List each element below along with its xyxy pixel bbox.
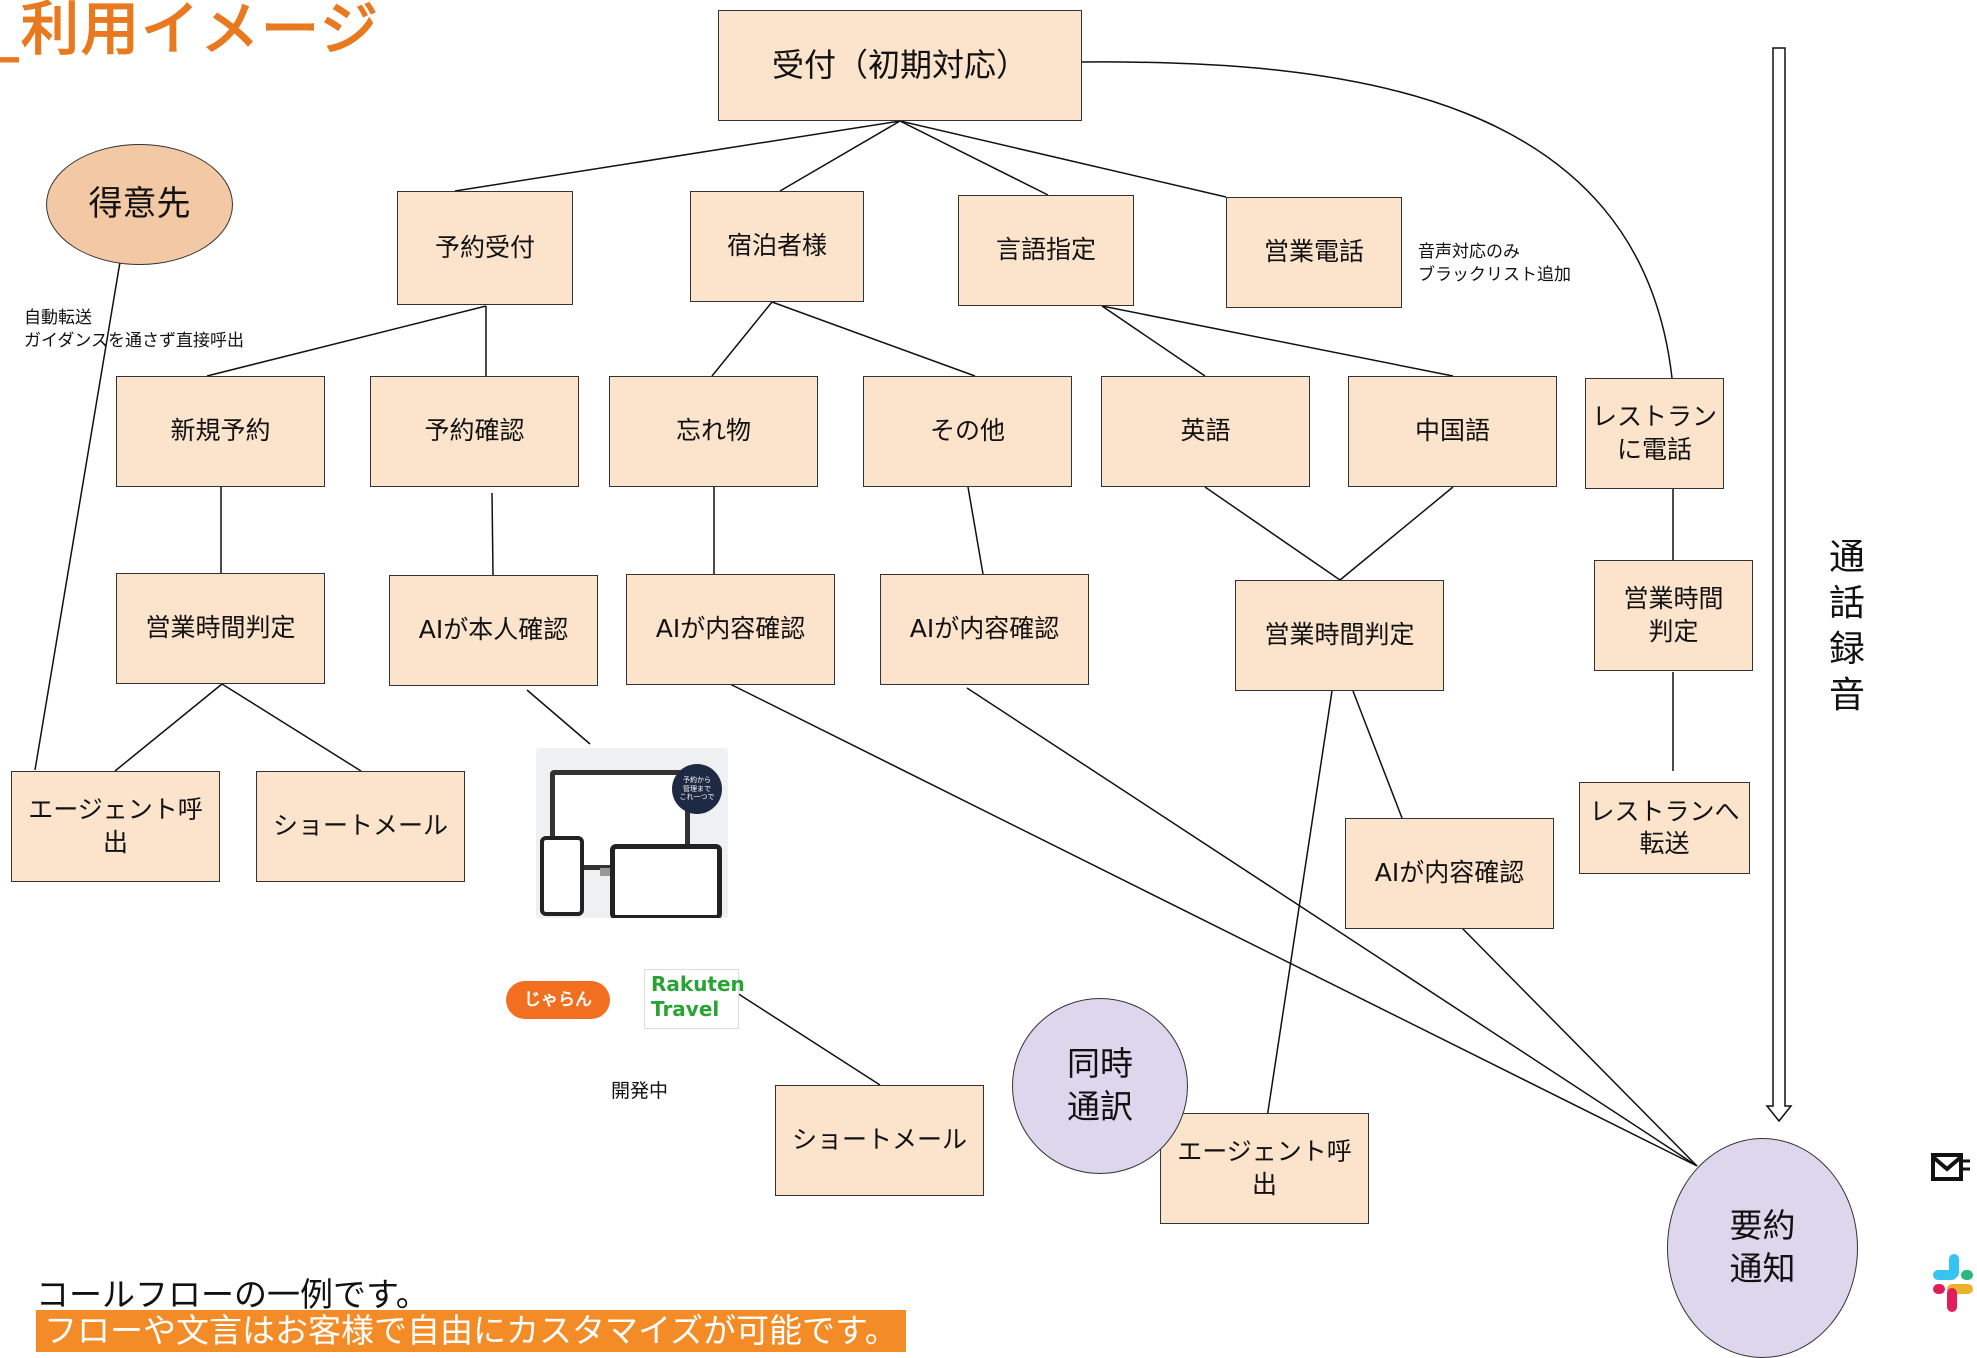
ai-content-box: AIが内容確認	[626, 574, 835, 685]
business-hours-box: 営業時間判定	[116, 573, 325, 684]
ai-content-box: AIが内容確認	[880, 574, 1089, 685]
rakuten-logo-text-1: Rakuten	[651, 972, 745, 996]
guest-box: 宿泊者様	[690, 191, 864, 302]
auto-forward-note: 自動転送 ガイダンスを通さず直接呼出	[24, 308, 244, 351]
slack-icon	[1933, 1254, 1973, 1312]
reservation-box: 予約受付	[397, 191, 573, 305]
summary-notification-circle: 要約 通知	[1667, 1138, 1858, 1358]
other-box: その他	[863, 376, 1072, 487]
page-title: _利用イメージ	[0, 0, 380, 63]
new-reservation-box: 新規予約	[116, 376, 325, 487]
agent-call-box: エージェント呼 出	[1160, 1113, 1369, 1224]
business-hours-box: 営業時間判定	[1235, 580, 1444, 691]
language-box: 言語指定	[958, 195, 1134, 306]
rakuten-logo-text-2: Travel	[651, 997, 720, 1021]
call-recording-label: 通 話 録 音	[1828, 537, 1865, 717]
short-mail-box: ショートメール	[256, 771, 465, 882]
transfer-restaurant-box: レストランへ 転送	[1579, 782, 1750, 874]
sales-call-box: 営業電話	[1226, 197, 1402, 308]
rakuten-travel-logo	[644, 969, 739, 1029]
screen-badge: 予約から 管理まで これ一つで	[672, 764, 722, 814]
chinese-box: 中国語	[1348, 376, 1557, 487]
footer-note: コールフローの一例です。	[36, 1275, 429, 1314]
in-development-note: 開発中	[611, 1080, 669, 1102]
reservation-check-box: 予約確認	[370, 376, 579, 487]
business-hours-box: 営業時間 判定	[1594, 560, 1753, 671]
reception-box: 受付（初期対応）	[718, 10, 1082, 121]
ai-content-box: AIが内容確認	[1345, 818, 1554, 929]
phone-shape	[540, 836, 584, 916]
customer-circle: 得意先	[46, 144, 233, 265]
mail-icon	[1931, 1153, 1970, 1181]
app-screenshot-image: 予約から 管理まで これ一つで	[536, 748, 728, 918]
jalan-logo	[506, 981, 610, 1019]
simultaneous-interpretation-circle: 同時 通訳	[1012, 998, 1188, 1174]
ai-identity-box: AIが本人確認	[389, 575, 598, 686]
lost-item-box: 忘れ物	[609, 376, 818, 487]
short-mail-box: ショートメール	[775, 1085, 984, 1196]
jalan-logo-text: じゃらん	[524, 990, 592, 1010]
footer-highlight: フローや文言はお客様で自由にカスタマイズが可能です。	[36, 1310, 906, 1352]
english-box: 英語	[1101, 376, 1310, 487]
restaurant-call-box: レストラン に電話	[1585, 378, 1724, 489]
agent-call-box: エージェント呼 出	[11, 771, 220, 882]
sales-call-note: 音声対応のみ ブラックリスト追加	[1418, 242, 1571, 285]
tablet-shape	[610, 844, 722, 918]
